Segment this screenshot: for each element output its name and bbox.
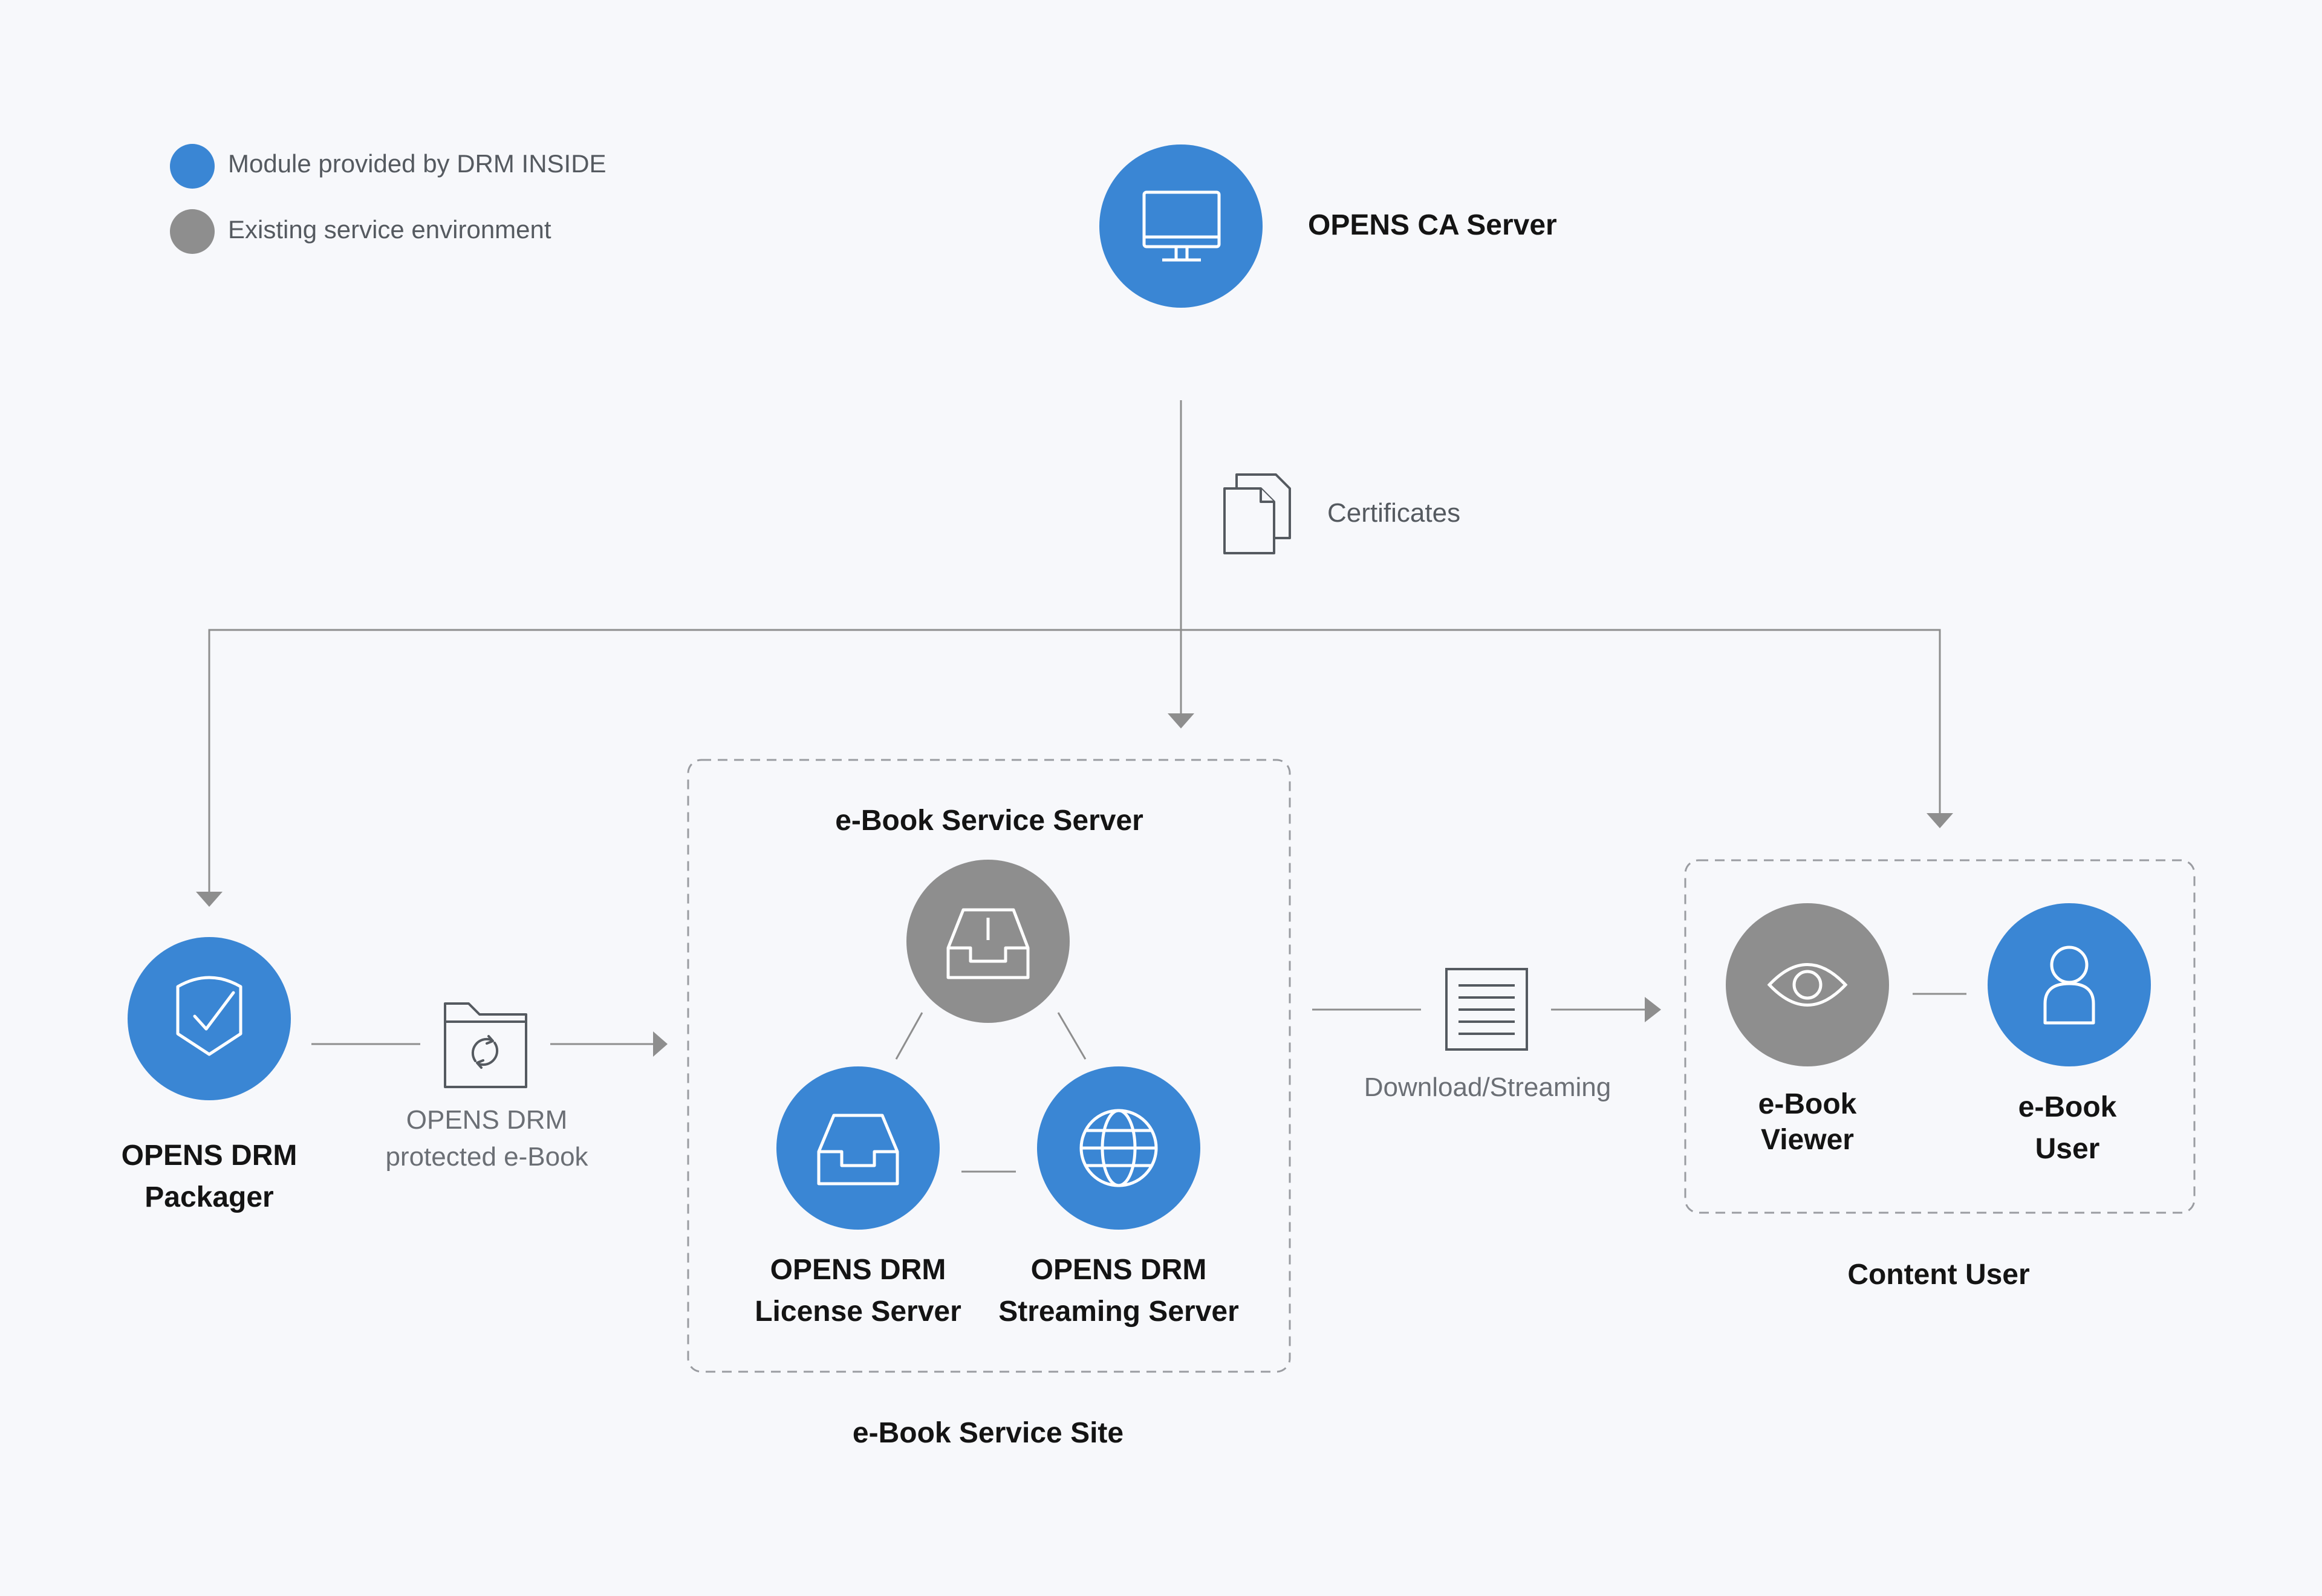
license-server-label: OPENS DRM License Server [755, 1249, 961, 1332]
service-streaming-line [1057, 1012, 1087, 1060]
monitor-icon [1142, 190, 1221, 262]
inbox-tray-icon [817, 1114, 899, 1186]
arrow-into-content-user [1645, 997, 1661, 1022]
arrow-to-service-site [1168, 713, 1194, 728]
legend-module-dot [170, 144, 215, 189]
protected-ebook-line1: OPENS DRM [406, 1105, 568, 1135]
connectors [208, 400, 1966, 1173]
documents-icon [1223, 473, 1291, 554]
license-server-line2: License Server [755, 1296, 961, 1328]
license-server-node [776, 1066, 940, 1230]
ebook-viewer-node [1726, 903, 1889, 1066]
ebook-user-node [1988, 903, 2151, 1066]
ca-server-label: OPENS CA Server [1308, 209, 1557, 241]
content-user-label: Content User [1847, 1259, 2030, 1291]
legend-existing-dot [170, 209, 215, 254]
packager-node [128, 937, 291, 1100]
packager-label: OPENS DRM Packager [122, 1135, 298, 1218]
arrow-to-packager [196, 892, 223, 907]
inbox-tray-icon [946, 908, 1030, 979]
streaming-server-line1: OPENS DRM [1030, 1254, 1207, 1286]
ebook-user-label: e-Book User [2018, 1086, 2117, 1170]
streaming-server-label: OPENS DRM Streaming Server [998, 1249, 1239, 1332]
legend-module-label: Module provided by DRM INSIDE [228, 149, 607, 178]
streaming-server-node [1037, 1066, 1200, 1230]
certificates-label: Certificates [1327, 498, 1461, 528]
arrow-to-content-user [1927, 813, 1953, 828]
ebook-viewer-line1: e-Book [1758, 1088, 1857, 1120]
service-site-box [687, 759, 1291, 1373]
streaming-server-line2: Streaming Server [998, 1296, 1239, 1328]
packager-label-line2: Packager [145, 1181, 274, 1213]
shield-check-icon [176, 976, 242, 1056]
ebook-user-line1: e-Book [2018, 1091, 2117, 1123]
service-license-line [895, 1012, 923, 1060]
ebook-viewer-label: e-Book Viewer [1758, 1086, 1857, 1158]
user-icon [2043, 946, 2095, 1025]
ebook-user-line2: User [2035, 1133, 2100, 1165]
service-server-node [906, 860, 1070, 1023]
legend-existing-label: Existing service environment [228, 215, 551, 244]
text-document-icon [1445, 968, 1528, 1051]
ca-server-node [1099, 144, 1263, 308]
globe-icon [1079, 1109, 1158, 1187]
protected-ebook-line2: protected e-Book [385, 1142, 588, 1172]
distribution-line [208, 629, 1941, 813]
protected-ebook-label: OPENS DRM protected e-Book [385, 1101, 588, 1175]
service-site-label: e-Book Service Site [852, 1417, 1124, 1449]
arrowheads [196, 713, 1953, 1057]
license-server-line1: OPENS DRM [770, 1254, 946, 1286]
eye-icon [1767, 963, 1848, 1007]
folder-sync-icon [444, 1002, 527, 1088]
download-streaming-label: Download/Streaming [1364, 1072, 1611, 1102]
ebook-viewer-line2: Viewer [1761, 1124, 1854, 1156]
service-server-label: e-Book Service Server [835, 805, 1143, 837]
arrow-into-site [653, 1031, 668, 1057]
packager-label-line1: OPENS DRM [121, 1140, 298, 1172]
